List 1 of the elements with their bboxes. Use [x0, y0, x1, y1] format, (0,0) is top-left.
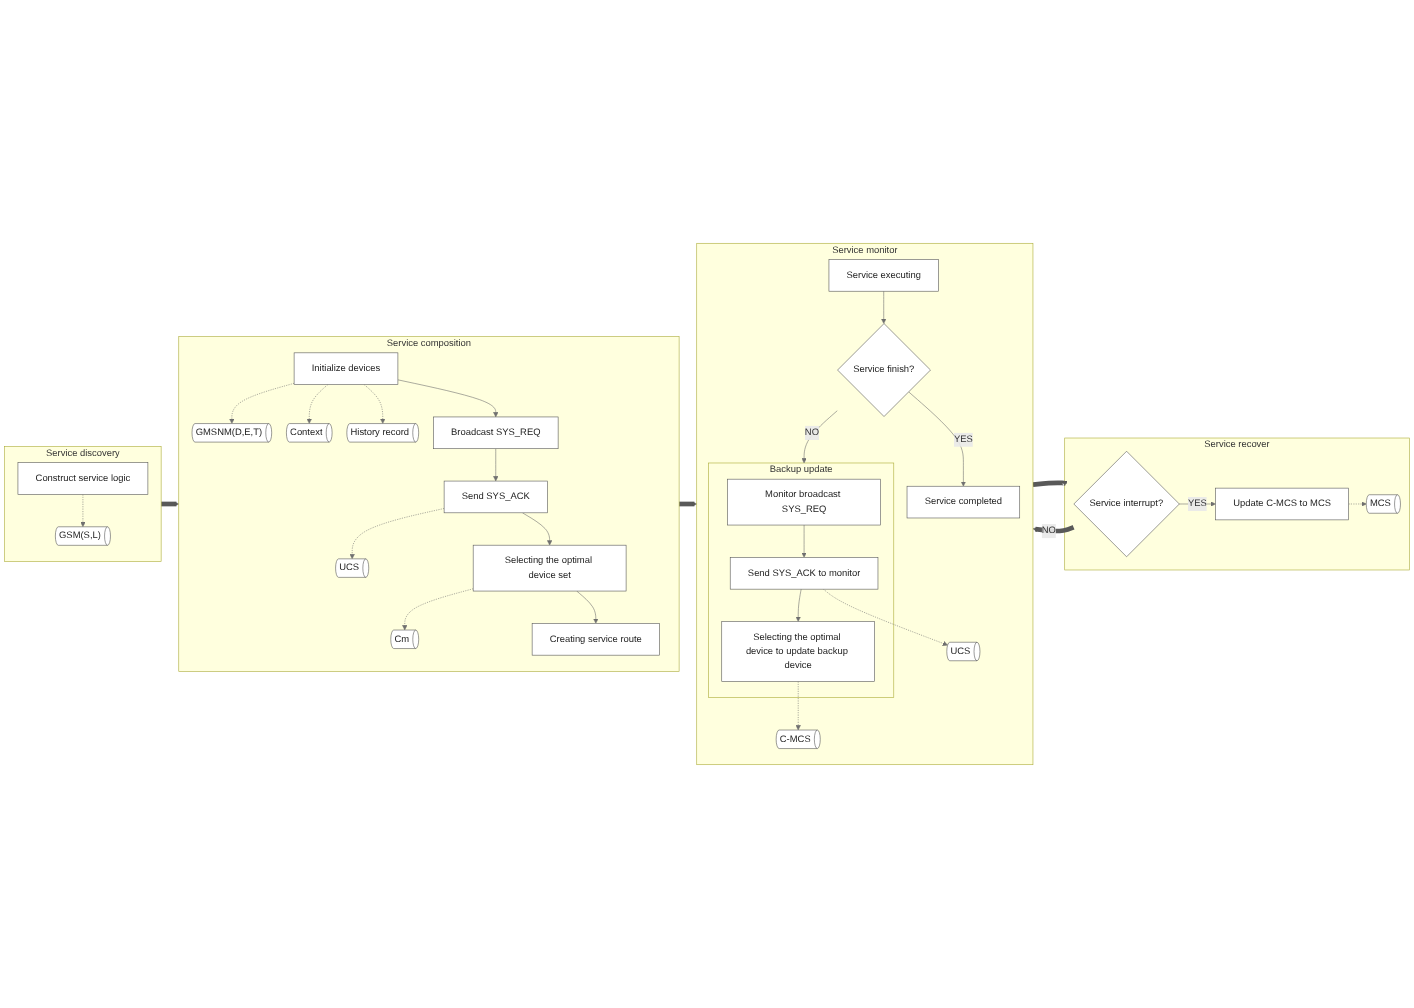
arrow [1032, 480, 1068, 487]
